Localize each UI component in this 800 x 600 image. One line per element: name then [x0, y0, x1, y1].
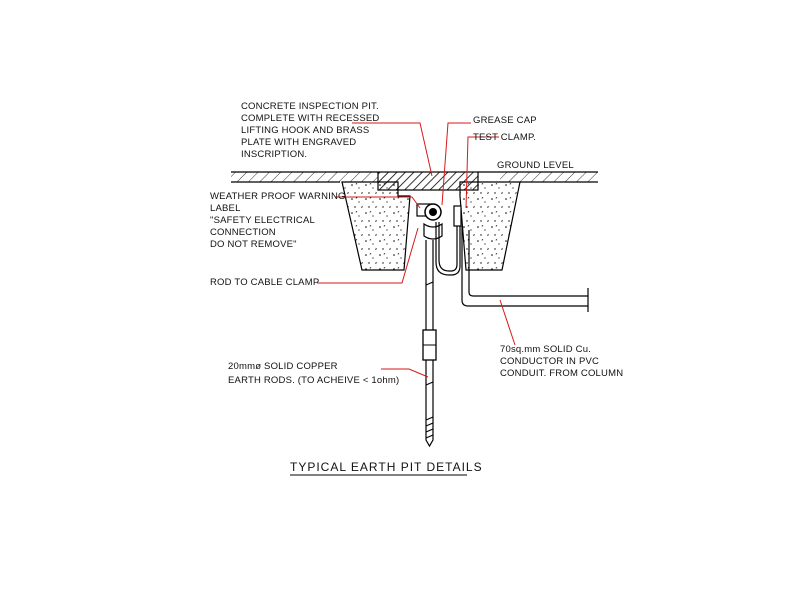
diagram-title: TYPICAL EARTH PIT DETAILS [290, 460, 483, 474]
earth-rods-label: 20mmø SOLID COPPER EARTH RODS. (TO ACHEI… [228, 361, 399, 386]
ground-right [478, 171, 598, 183]
rod-cable-clamp [416, 203, 443, 240]
pit-wall-right [459, 181, 521, 271]
test-clamp-label: TEST CLAMP. [473, 132, 536, 143]
conductor-label: 70sq.mm SOLID Cu. CONDUCTOR IN PVC CONDU… [500, 344, 623, 379]
pit-wall-left [341, 181, 411, 271]
grease-cap-label: GREASE CAP [473, 115, 537, 126]
leader-lines [317, 122, 516, 378]
ground-left [231, 171, 378, 183]
copper-earth-rod [422, 240, 437, 448]
conductor-loop [435, 222, 461, 276]
ground-level-label: GROUND LEVEL [497, 160, 574, 171]
rod-clamp-label: ROD TO CABLE CLAMP [210, 277, 319, 288]
pvc-conduit [461, 226, 589, 312]
pit-cover [377, 171, 479, 191]
warning-label-text: WEATHER PROOF WARNING LABEL "SAFETY ELEC… [210, 191, 348, 250]
test-clamp [453, 205, 462, 227]
inspection-pit-label: CONCRETE INSPECTION PIT. COMPLETE WITH R… [241, 101, 382, 160]
